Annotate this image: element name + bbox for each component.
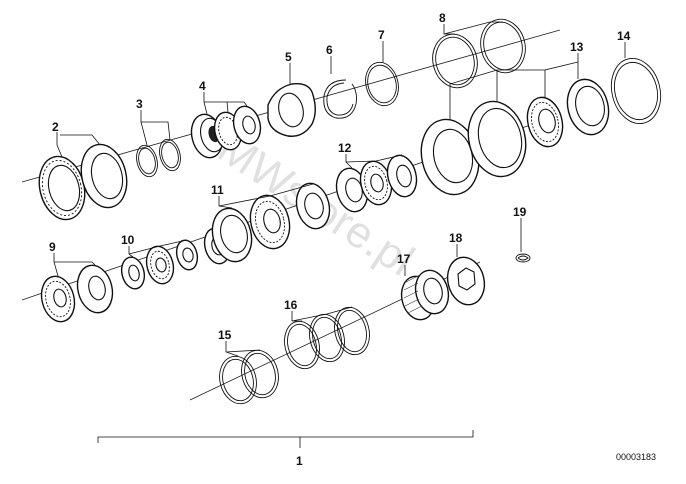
label-part-14: 14 [617,29,631,43]
part-12-bearing-set [335,154,418,213]
part-15-rings [219,349,279,405]
part-3-snap-rings [136,138,181,178]
label-part-9: 9 [49,240,56,254]
part-9-bearing-washer [40,264,114,323]
label-part-15: 15 [218,328,232,342]
part-2-needle-bearing [38,155,86,221]
label-part-7: 7 [378,28,385,42]
label-part-17: 17 [397,252,411,266]
label-part-13: 13 [570,40,584,54]
reference-code: 00003183 [616,452,656,462]
part-5-cam-washer [267,83,316,137]
part-19-clip [515,253,531,263]
part-11-thrust-set [211,182,331,263]
label-part-19: 19 [513,205,527,219]
part-6-snap-ring [323,79,357,119]
part-1-bracket [97,430,474,448]
part-18-hex-ring [446,256,486,306]
label-part-12: 12 [338,141,352,155]
label-part-3: 3 [136,97,143,111]
label-part-8: 8 [439,11,446,25]
part-2-thrust-washer [80,143,128,209]
part-4-bearing-assembly [190,105,262,159]
label-part-1: 1 [296,454,303,468]
label-part-18: 18 [449,231,463,245]
part-17-freewheel [400,269,450,321]
part-8-piston-rings [432,18,526,89]
label-part-2: 2 [52,120,59,134]
part-7-ring [365,61,399,107]
label-part-16: 16 [284,298,298,312]
part-13-thrust-package [420,78,610,196]
label-part-5: 5 [285,50,292,64]
label-part-11: 11 [211,183,224,197]
part-14-spring-ring [610,58,662,124]
label-part-4: 4 [199,79,206,93]
part-16-rings [284,306,370,370]
label-part-6: 6 [326,43,333,57]
label-part-10: 10 [121,233,135,247]
leader-lines [53,21,626,357]
